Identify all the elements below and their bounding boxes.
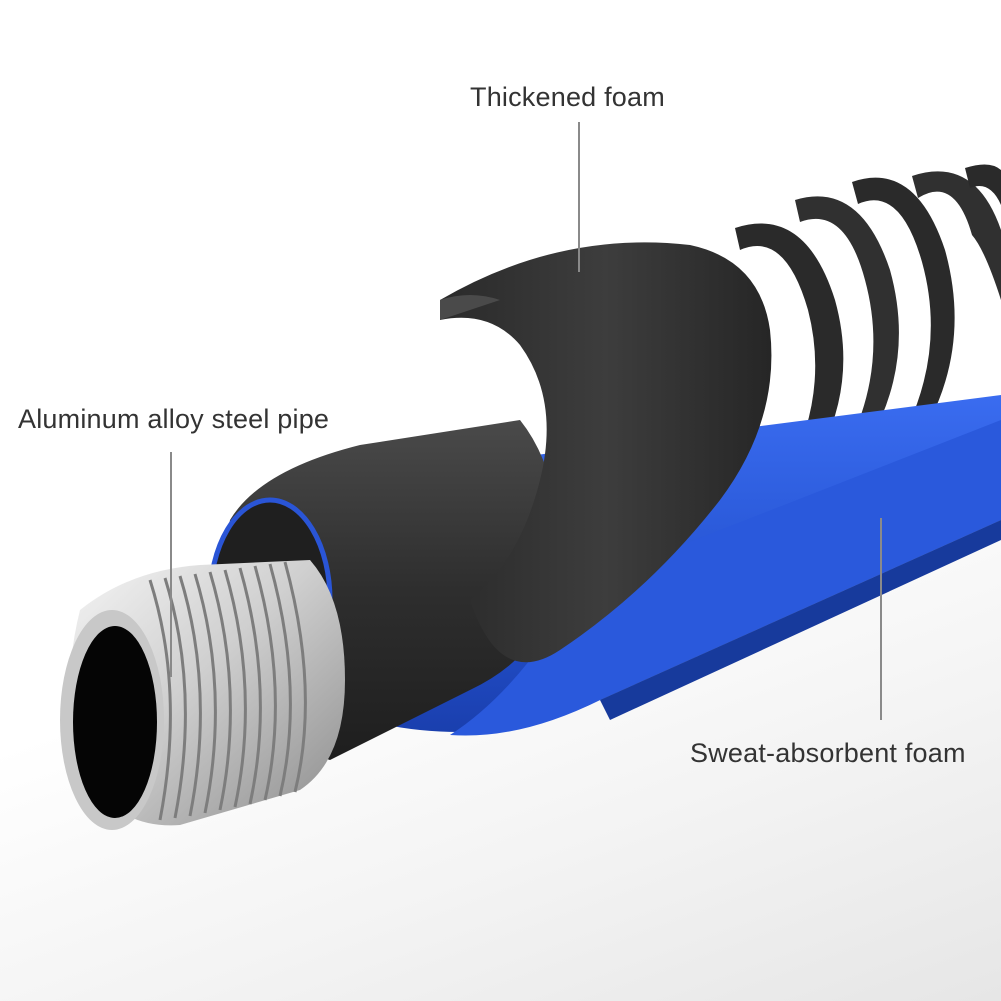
- label-sweat-absorbent-foam: Sweat-absorbent foam: [690, 738, 966, 768]
- aluminum-pipe: [60, 560, 345, 830]
- label-aluminum-pipe: Aluminum alloy steel pipe: [18, 404, 330, 434]
- leader-line-sweat-foam: [880, 518, 882, 720]
- leader-line-thickened-foam: [578, 122, 580, 272]
- thickened-foam-shell: [440, 242, 772, 663]
- label-thickened-foam: Thickened foam: [470, 82, 665, 112]
- foam-ring-slices: [735, 164, 1001, 478]
- leader-line-pipe: [170, 452, 172, 677]
